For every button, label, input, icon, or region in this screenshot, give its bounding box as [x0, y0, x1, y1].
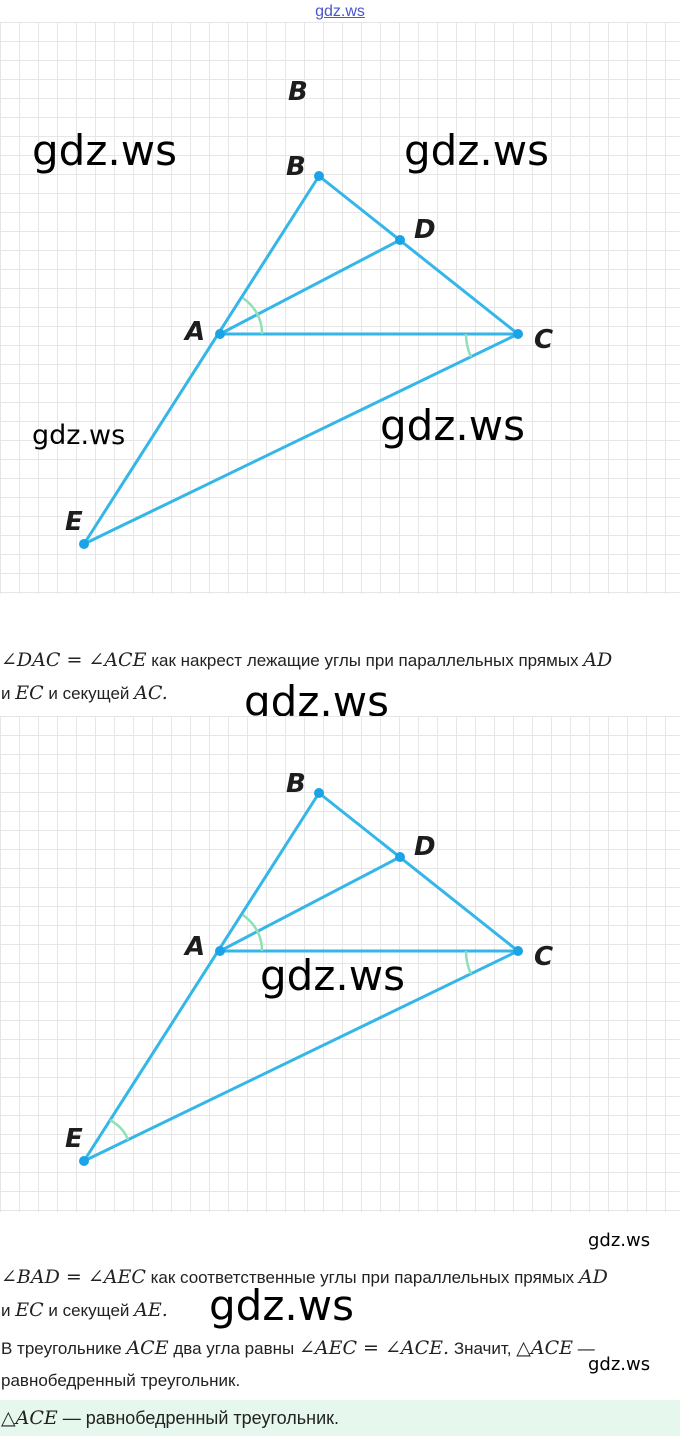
point-c	[513, 329, 523, 339]
point-a	[215, 946, 225, 956]
point-b	[314, 788, 324, 798]
point-c	[513, 946, 523, 956]
watermark: gdz.ws	[32, 420, 126, 451]
watermark: gdz.ws	[209, 1281, 354, 1330]
watermark: gdz.ws	[244, 677, 389, 726]
label-b: B	[286, 769, 306, 799]
watermark: gdz.ws	[588, 1230, 651, 1251]
label-c: C	[534, 942, 553, 972]
explanation-paragraph-1: ∠DAC = ∠ACE как накрест лежащие углы при…	[1, 649, 613, 704]
watermark: gdz.ws	[380, 401, 525, 450]
watermark: gdz.ws	[32, 126, 177, 175]
watermark: gdz.ws	[588, 1354, 651, 1375]
angle-arc-a	[242, 913, 264, 952]
point-a	[215, 329, 225, 339]
answer-box: △ACE — равнобедренный треугольник.	[0, 1400, 680, 1436]
angle-arc-e	[109, 1118, 130, 1141]
triangle-figure-1: B A B C D E	[65, 77, 553, 549]
label-d: D	[414, 832, 436, 862]
watermark: gdz.ws	[260, 951, 405, 1000]
label-b: B	[286, 152, 306, 182]
label-c: C	[534, 325, 553, 355]
angle-arc-c	[464, 333, 473, 358]
figure-1-segments	[82, 174, 520, 546]
grid-background-2	[0, 716, 680, 1212]
triangle-figure-2: A B C D E	[65, 769, 553, 1166]
explanation-paragraph-2: ∠BAD = ∠AEC как соответственные углы при…	[1, 1266, 608, 1321]
point-e	[79, 539, 89, 549]
figure-2-segments	[82, 791, 520, 1163]
label-e: E	[65, 507, 83, 537]
point-b	[314, 171, 324, 181]
cropped-label-b: B	[288, 77, 308, 107]
point-e	[79, 1156, 89, 1166]
label-a: A	[183, 932, 205, 962]
angle-arc-c	[464, 950, 473, 975]
angle-arc-a	[242, 296, 264, 335]
conclusion-paragraph: В треугольнике ACE два угла равны ∠AEC =…	[1, 1337, 595, 1390]
label-d: D	[414, 215, 436, 245]
site-link[interactable]: gdz.ws	[315, 3, 365, 20]
point-d	[395, 852, 405, 862]
watermark: gdz.ws	[404, 126, 549, 175]
point-d	[395, 235, 405, 245]
label-e: E	[65, 1124, 83, 1154]
label-a: A	[183, 317, 205, 347]
